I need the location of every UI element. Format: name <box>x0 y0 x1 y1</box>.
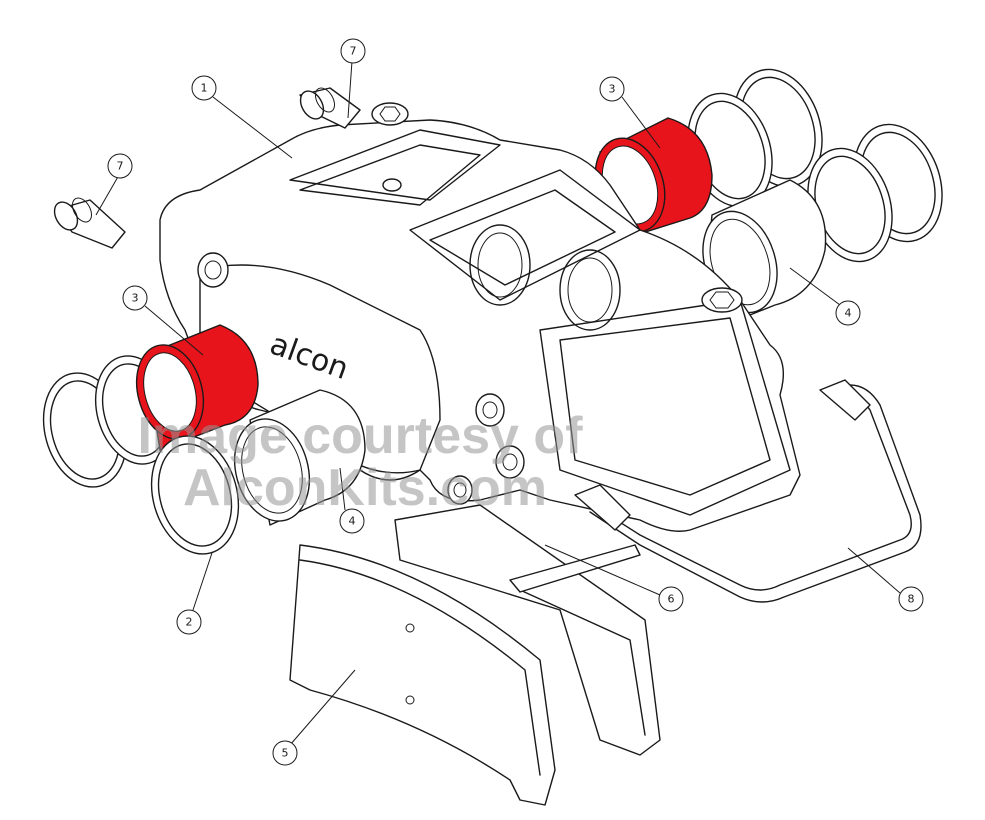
callout-1: 1 <box>191 75 217 101</box>
callout-7-left: 7 <box>107 153 133 179</box>
callout-2: 2 <box>176 609 202 635</box>
callout-4-left-label: 4 <box>349 515 356 528</box>
brake-pad-rear <box>394 504 661 756</box>
callout-5: 5 <box>272 740 298 766</box>
seal-rings-left-front <box>150 435 240 555</box>
callout-4-right: 4 <box>835 300 861 326</box>
watermark-line-1: Image courtesy of <box>137 407 583 465</box>
callout-3-left-label: 3 <box>132 292 139 305</box>
watermark: Image courtesy of AlconKits.com <box>137 407 583 517</box>
callout-6-label: 6 <box>668 593 675 606</box>
piston-left-large <box>234 389 366 526</box>
callout-4-right-label: 4 <box>845 307 852 320</box>
callout-3-right: 3 <box>599 76 625 102</box>
callout-3-left: 3 <box>122 285 148 311</box>
callout-7-top-label: 7 <box>350 45 357 58</box>
brake-pad-front <box>289 544 556 806</box>
callout-1-label: 1 <box>201 82 208 95</box>
bleed-screw-top <box>299 87 361 129</box>
bridge-pipe <box>574 379 922 603</box>
callout-3-right-label: 3 <box>609 83 616 96</box>
pad-spring <box>509 544 641 593</box>
bleed-screw-left <box>53 197 126 249</box>
callout-7-left-label: 7 <box>117 160 124 173</box>
callout-5-label: 5 <box>282 747 289 760</box>
callout-8: 8 <box>898 586 924 612</box>
callout-6: 6 <box>658 586 684 612</box>
callout-8-label: 8 <box>908 593 915 606</box>
watermark-line-2: AlconKits.com <box>183 459 547 517</box>
callout-2-label: 2 <box>186 616 193 629</box>
leader-lines <box>95 60 901 746</box>
callout-7-top: 7 <box>340 38 366 64</box>
callout-4-left: 4 <box>339 508 365 534</box>
